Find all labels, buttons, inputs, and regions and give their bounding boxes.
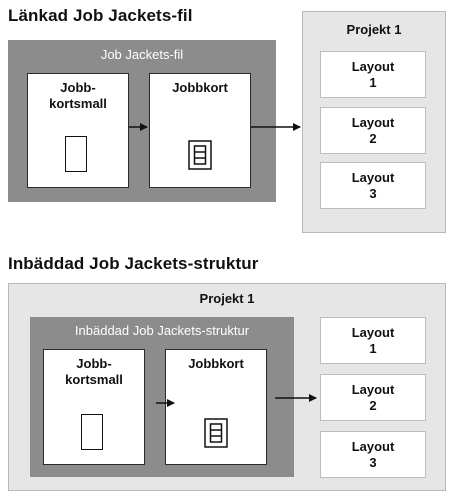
- layout-1-embedded: Layout 1: [320, 317, 426, 364]
- blank-document-icon: [81, 414, 103, 450]
- job-jackets-file-panel: Job Jackets-fil Jobb- kortsmall Jobbkort: [8, 40, 276, 202]
- layout-3-label: Layout 3: [351, 169, 395, 201]
- job-ticket-label: Jobbkort: [172, 80, 228, 95]
- job-ticket-icon: [188, 140, 212, 170]
- layout-1: Layout 1: [320, 51, 426, 98]
- layout-2-label: Layout 2: [351, 114, 395, 146]
- linked-section-heading: Länkad Job Jackets-fil: [8, 6, 193, 25]
- layout-3-embedded-label: Layout 3: [351, 438, 395, 470]
- project-panel: Projekt 1 Layout 1 Layout 2 Layout 3: [302, 11, 446, 233]
- job-ticket-card-embedded: Jobbkort: [165, 349, 267, 465]
- embedded-section-heading: Inbäddad Job Jackets-struktur: [8, 254, 259, 273]
- embedded-structure-title: Inbäddad Job Jackets-struktur: [74, 323, 250, 338]
- job-jackets-file-title: Job Jackets-fil: [100, 47, 184, 62]
- layout-2: Layout 2: [320, 107, 426, 154]
- job-ticket-template-card: Jobb- kortsmall: [27, 73, 129, 188]
- job-ticket-template-label: Jobb- kortsmall: [49, 80, 107, 111]
- job-ticket-template-label-embedded: Jobb- kortsmall: [65, 356, 123, 387]
- layout-3-embedded: Layout 3: [320, 431, 426, 478]
- layout-2-embedded: Layout 2: [320, 374, 426, 421]
- blank-document-icon: [65, 136, 87, 172]
- project-panel-embedded: Projekt 1 Inbäddad Job Jackets-struktur …: [8, 283, 446, 491]
- job-ticket-label-embedded: Jobbkort: [188, 356, 244, 371]
- layout-3: Layout 3: [320, 162, 426, 209]
- job-ticket-icon: [204, 418, 228, 448]
- job-ticket-template-card-embedded: Jobb- kortsmall: [43, 349, 145, 465]
- layout-1-embedded-label: Layout 1: [351, 324, 395, 356]
- project-title-embedded: Projekt 1: [199, 291, 255, 306]
- job-ticket-card: Jobbkort: [149, 73, 251, 188]
- layout-1-label: Layout 1: [351, 58, 395, 90]
- embedded-structure-panel: Inbäddad Job Jackets-struktur Jobb- kort…: [30, 317, 294, 477]
- project-title: Projekt 1: [346, 22, 402, 37]
- layout-2-embedded-label: Layout 2: [351, 381, 395, 413]
